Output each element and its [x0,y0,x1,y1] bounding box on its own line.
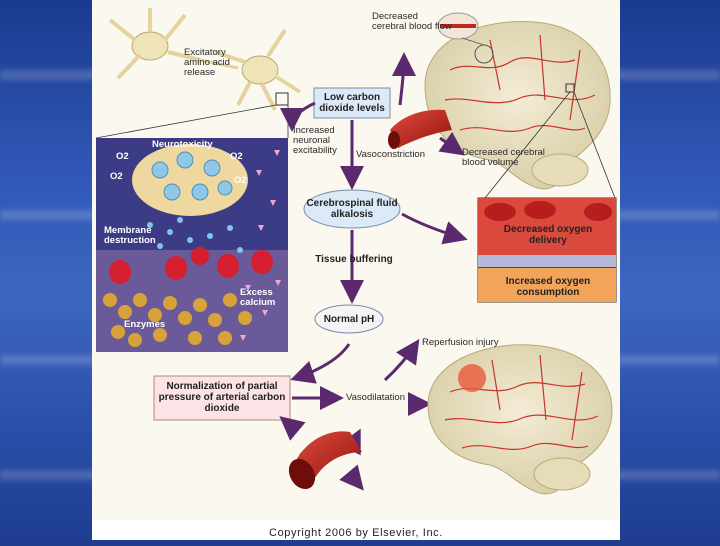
excitability-label: Increased neuronal excitability [293,125,337,156]
neurotoxicity-inset [96,138,288,352]
excess-calcium-label: Excess calcium [240,287,276,308]
dilated-vessel [288,431,362,490]
decreased-volume-label: Decreased cerebral blood volume [462,147,545,168]
oxygen-delivery-inset [477,197,617,303]
excitatory-label: Excitatory amino acid release [184,47,230,78]
tissue-buffering-label: Tissue buffering [315,254,393,265]
decreased-oxygen-delivery-label: Decreased oxygen delivery [503,224,593,246]
membrane-destruction-label: Membrane destruction [104,225,156,246]
normal-ph-box [314,304,384,334]
artery-cross-section [437,12,479,40]
neurotoxicity-label: Neurotoxicity [152,139,213,150]
increased-oxygen-consumption-label: Increased oxygen consumption [505,276,591,298]
vasodilatation-label: Vasodilatation [346,392,405,403]
constricted-vessel [388,109,452,149]
o2-label: O2 [116,151,129,162]
brain-top [424,21,611,190]
copyright-footer: Copyright 2006 by Elsevier, Inc. [92,520,620,540]
flow-arrows [279,52,468,491]
normalization-box [153,375,291,421]
o2-label: O2 [230,151,243,162]
o2-label: O2 [234,175,247,186]
neuron-cells [108,8,302,111]
normal-ph-label: Normal pH [323,314,375,325]
zoom-marker [275,92,289,106]
vasoconstriction-label: Vasoconstriction [356,149,425,160]
decreased-flow-label: Decreased cerebral blood flow [372,11,452,32]
reperfusion-injury-label: Reperfusion injury [422,337,499,348]
enzymes-label: Enzymes [124,319,166,330]
normalization-label: Normalization of partial pressure of art… [158,381,286,414]
o2-label: O2 [110,171,123,182]
brain-bottom [427,344,613,495]
low-co2-label: Low carbon dioxide levels [319,92,385,114]
csf-alkalosis-box [303,189,401,229]
csf-alkalosis-label: Cerebrospinal fluid alkalosis [306,198,398,220]
